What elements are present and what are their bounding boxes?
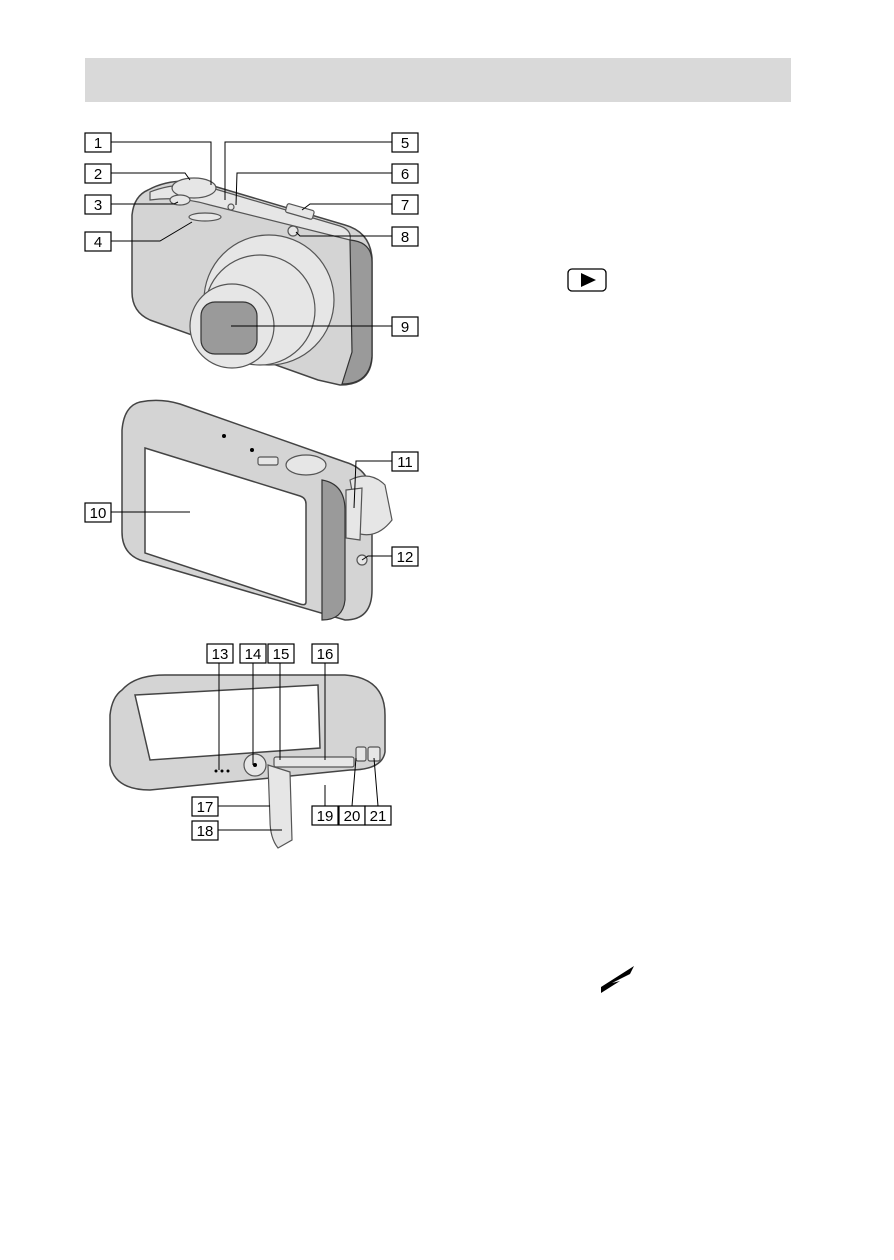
callout-7: 7 — [392, 195, 418, 214]
callout-13-label: 13 — [212, 646, 229, 663]
callout-10-label: 10 — [90, 505, 107, 522]
callout-18: 18 — [192, 821, 218, 840]
callout-7-label: 7 — [401, 197, 409, 214]
callout-8: 8 — [392, 227, 418, 246]
callout-6: 6 — [392, 164, 418, 183]
callout-2: 2 — [85, 164, 111, 183]
callout-15: 15 — [268, 644, 294, 663]
callout-16-label: 16 — [317, 646, 334, 663]
callout-18-label: 18 — [197, 823, 214, 840]
callout-17: 17 — [192, 797, 218, 816]
callout-9: 9 — [392, 317, 418, 336]
callout-13: 13 — [207, 644, 233, 663]
callout-9-label: 9 — [401, 319, 409, 336]
wifi-wedge-icon — [601, 966, 634, 993]
callout-20: 20 — [339, 806, 365, 825]
callout-1: 1 — [85, 133, 111, 152]
callout-19: 19 — [312, 806, 338, 825]
callout-21: 21 — [365, 806, 391, 825]
callout-6-label: 6 — [401, 166, 409, 183]
camera-rear-view — [122, 400, 392, 620]
callout-3-label: 3 — [94, 197, 102, 214]
callout-2-label: 2 — [94, 166, 102, 183]
callout-11-label: 11 — [397, 454, 413, 471]
camera-front-view — [132, 178, 372, 385]
callout-10: 10 — [85, 503, 111, 522]
callout-17-label: 17 — [197, 799, 214, 816]
callout-15-label: 15 — [273, 646, 290, 663]
callout-4-label: 4 — [94, 234, 102, 251]
callout-3: 3 — [85, 195, 111, 214]
callout-19-label: 19 — [317, 808, 334, 825]
callout-21-label: 21 — [370, 808, 387, 825]
callout-12-label: 12 — [397, 549, 414, 566]
callout-14: 14 — [240, 644, 266, 663]
callout-11: 11 — [392, 452, 418, 471]
callout-8-label: 8 — [401, 229, 409, 246]
callout-14-label: 14 — [245, 646, 262, 663]
callout-20-label: 20 — [344, 808, 361, 825]
callout-16: 16 — [312, 644, 338, 663]
callout-4: 4 — [85, 232, 111, 251]
callout-5-label: 5 — [401, 135, 409, 152]
callout-12: 12 — [392, 547, 418, 566]
callout-1-label: 1 — [94, 135, 102, 152]
play-triangle-icon — [568, 269, 606, 291]
callout-5: 5 — [392, 133, 418, 152]
